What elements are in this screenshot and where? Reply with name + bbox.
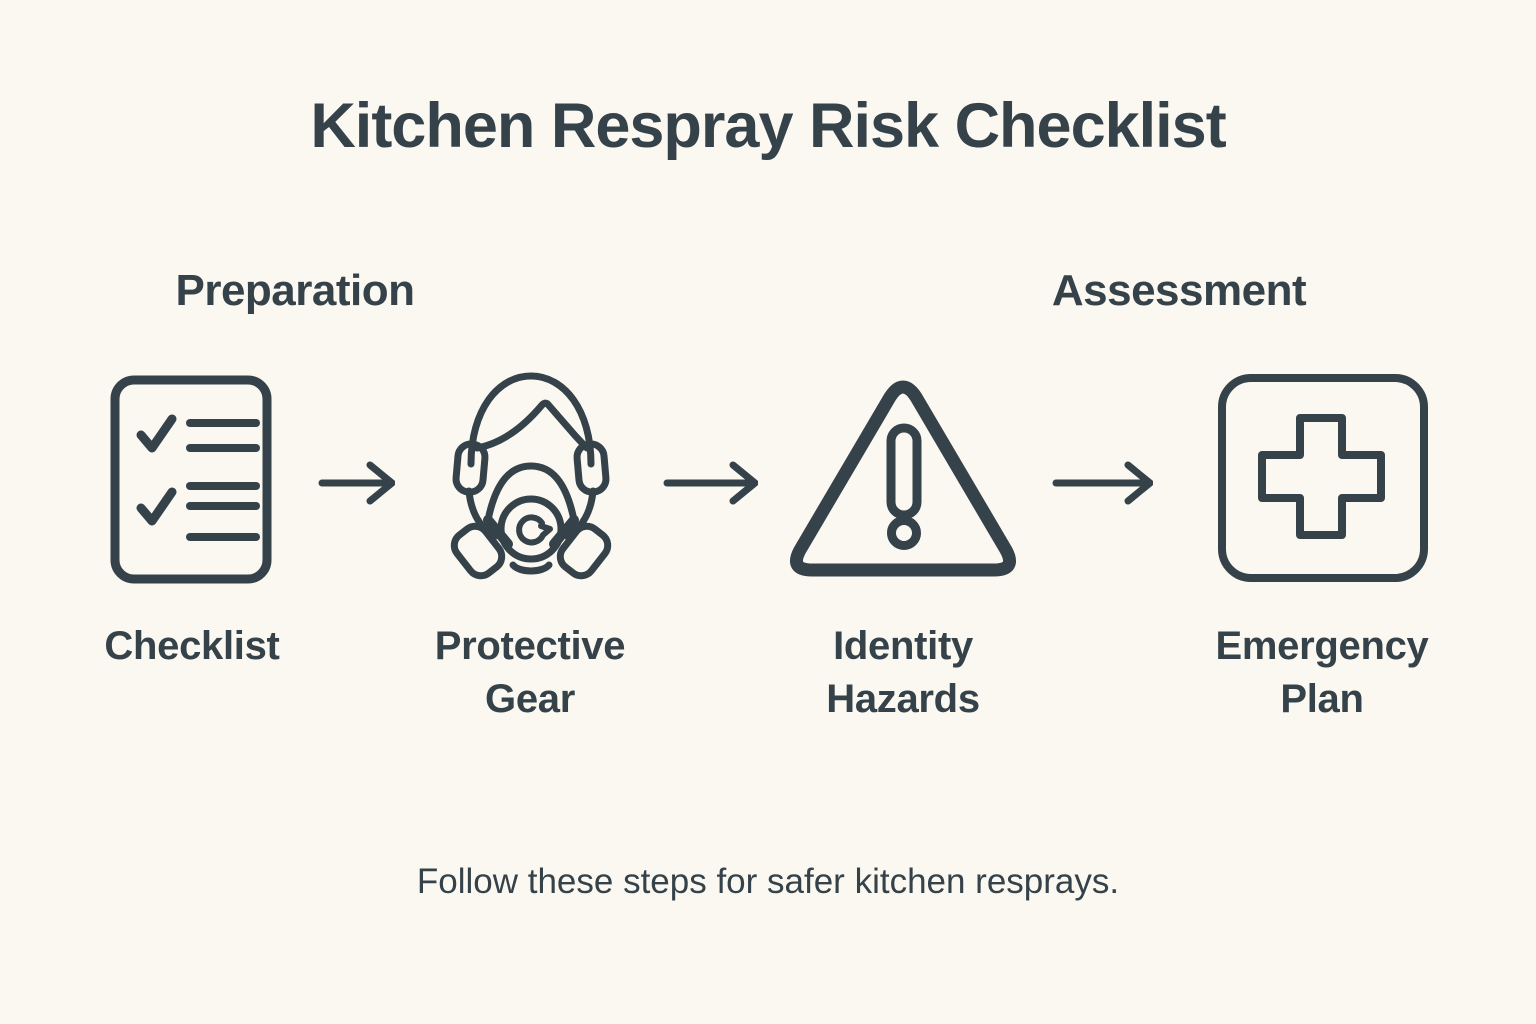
step-label-identity-hazards: Identity Hazards	[826, 624, 980, 722]
respirator-mask-icon	[450, 367, 612, 589]
page-title: Kitchen Respray Risk Checklist	[310, 91, 1226, 161]
step-label-protective-gear: Protective Gear	[434, 624, 626, 722]
right-arrow-icon	[318, 461, 396, 505]
right-arrow-icon	[663, 461, 759, 505]
checklist-document-icon	[110, 375, 272, 585]
step-label-checklist: Checklist	[104, 624, 280, 668]
footer-caption: Follow these steps for safer kitchen res…	[416, 862, 1120, 901]
right-arrow-icon	[1052, 461, 1154, 505]
step-label-emergency-plan: Emergency Plan	[1215, 624, 1429, 722]
warning-triangle-icon	[788, 372, 1018, 585]
section-label-assessment: Assessment	[1051, 266, 1307, 315]
section-label-preparation: Preparation	[175, 266, 415, 315]
first-aid-cross-icon	[1218, 374, 1428, 582]
